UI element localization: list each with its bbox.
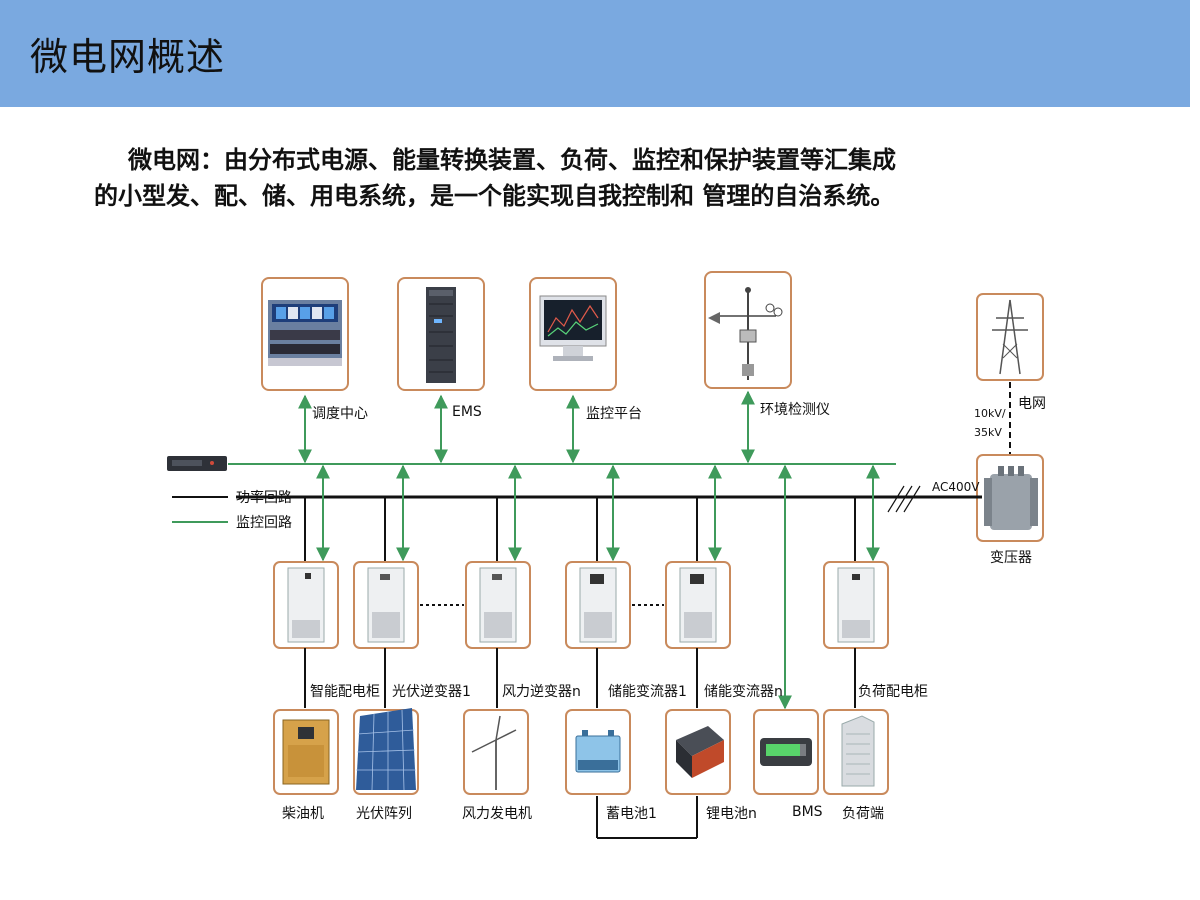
diesel-generator-box	[273, 709, 339, 795]
lithium-label: 锂电池n	[706, 806, 757, 822]
pv-array-box	[353, 708, 419, 795]
wind-generator-box	[463, 709, 529, 795]
smart-dist-cabinet	[273, 561, 339, 649]
intro-text: 微电网：由分布式电源、能量转换装置、负荷、监控和保护装置等汇集成 的小型发、配、…	[60, 142, 1140, 214]
load-terminal-label: 负荷端	[842, 806, 884, 822]
storage-converter-n-cabinet	[665, 561, 731, 649]
legend-monitor-label: 监控回路	[236, 515, 292, 531]
grid-label: 电网	[1018, 396, 1046, 412]
page-title: 微电网概述	[30, 35, 226, 79]
monitor-platform-label: 监控平台	[586, 406, 642, 422]
network-switch	[167, 456, 227, 471]
env-detector-box	[704, 271, 792, 389]
pv-array-label: 光伏阵列	[356, 806, 412, 822]
bms-box	[753, 709, 819, 795]
monitor-platform-box	[529, 277, 617, 391]
ems-box	[397, 277, 485, 391]
cabinet-monitor-arrows	[316, 464, 880, 710]
storage-converter-n-label: 储能变流器n	[704, 684, 783, 700]
grid-voltage-label-2: 35kV	[974, 426, 1002, 439]
storage-converter-1-label: 储能变流器1	[608, 684, 687, 700]
lithium-battery-box	[665, 709, 731, 795]
title-bar: 微电网概述	[0, 0, 1190, 107]
cabinet-power-lines	[304, 497, 856, 562]
load-cabinet-label: 负荷配电柜	[858, 684, 928, 700]
dispatch-center-label: 调度中心	[312, 406, 368, 422]
diesel-label: 柴油机	[282, 806, 324, 822]
ems-label: EMS	[452, 404, 482, 420]
transformer-label: 变压器	[990, 550, 1032, 566]
wind-inverter-cabinet	[465, 561, 531, 649]
storage-converter-1-cabinet	[565, 561, 631, 649]
ac-voltage-label: AC400V	[932, 480, 980, 494]
dispatch-center-box	[261, 277, 349, 391]
intro-line-2: 的小型发、配、储、用电系统，是一个能实现自我控制和 管理的自治系统。	[94, 181, 895, 210]
intro-line-1: 微电网：由分布式电源、能量转换装置、负荷、监控和保护装置等汇集成	[128, 145, 896, 174]
legend-power-label: 功率回路	[236, 489, 292, 506]
grid-voltage-label-1: 10kV/	[974, 407, 1006, 420]
bms-label: BMS	[792, 804, 823, 820]
pv-inverter-label: 光伏逆变器1	[392, 684, 471, 700]
wind-gen-label: 风力发电机	[462, 806, 532, 822]
bottom-power-lines	[304, 648, 856, 839]
grid-tower-box	[976, 293, 1044, 381]
load-terminal-box	[823, 709, 889, 795]
env-detector-label: 环境检测仪	[760, 402, 830, 418]
battery-1-label: 蓄电池1	[606, 806, 657, 822]
transformer-box	[976, 454, 1044, 542]
load-dist-cabinet	[823, 561, 889, 649]
smart-dist-label: 智能配电柜	[310, 684, 380, 700]
wind-inverter-label: 风力逆变器n	[502, 684, 581, 700]
battery-1-box	[565, 709, 631, 795]
pv-inverter-cabinet	[353, 561, 419, 649]
